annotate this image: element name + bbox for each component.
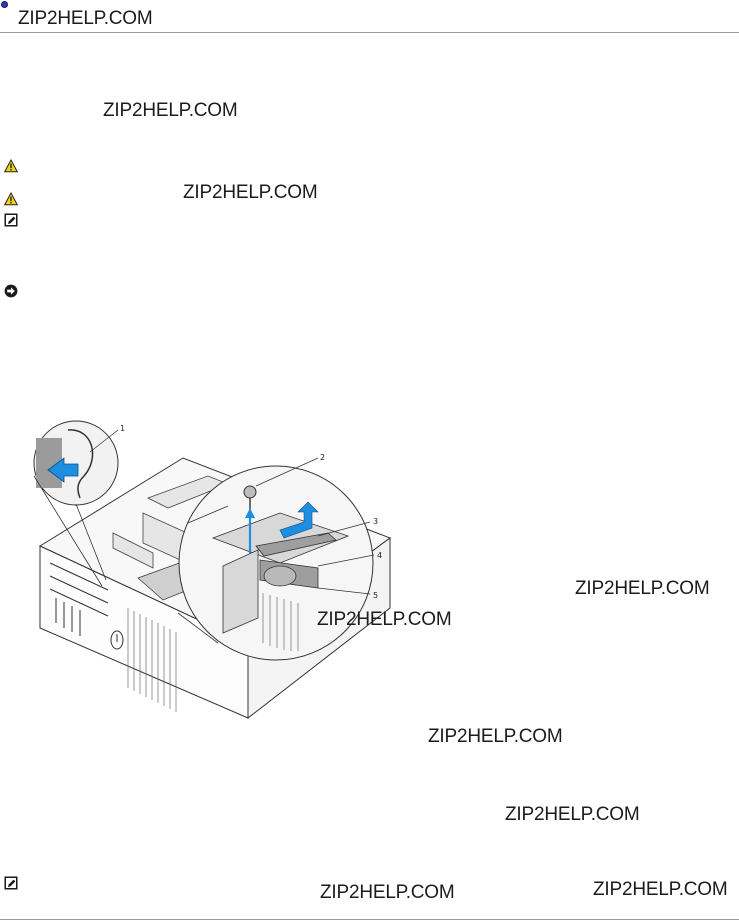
blue-bullet-icon [1, 1, 8, 8]
note-pencil-icon [4, 213, 18, 227]
watermark-6: ZIP2HELP.COM [505, 804, 640, 825]
notice-arrow-icon [4, 284, 18, 298]
callout-5: 5 [373, 591, 378, 600]
callout-3: 3 [373, 517, 378, 526]
caution-triangle-icon [4, 159, 18, 173]
watermark-5: ZIP2HELP.COM [428, 726, 563, 747]
watermark-4: ZIP2HELP.COM [317, 609, 452, 630]
watermark-7: ZIP2HELP.COM [320, 882, 455, 903]
watermark-header: ZIP2HELP.COM [18, 8, 153, 29]
note-pencil-icon [4, 876, 18, 890]
caution-triangle-icon [4, 192, 18, 206]
header-divider [0, 32, 739, 33]
watermark-3: ZIP2HELP.COM [575, 578, 710, 599]
watermark-2: ZIP2HELP.COM [183, 182, 318, 203]
computer-figure: 1 2 3 4 5 [33, 420, 392, 720]
callout-1: 1 [120, 424, 125, 433]
callout-2: 2 [320, 453, 325, 462]
watermark-8: ZIP2HELP.COM [593, 879, 728, 900]
footer-divider [0, 919, 739, 920]
watermark-1: ZIP2HELP.COM [103, 100, 238, 121]
callout-4: 4 [377, 551, 382, 560]
